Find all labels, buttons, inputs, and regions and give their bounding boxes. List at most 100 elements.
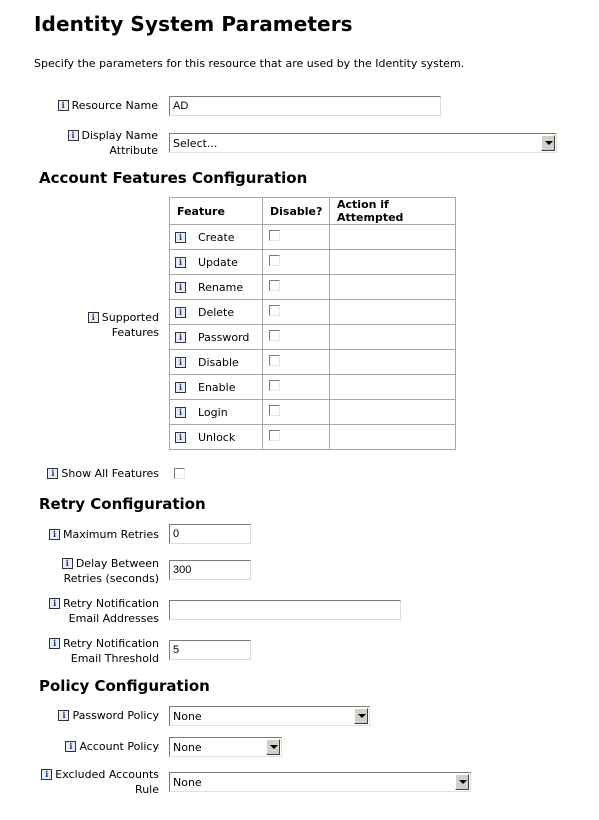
email-threshold-label-line1: Retry Notification [63, 637, 159, 650]
feature-name: Enable [198, 380, 236, 394]
disable-checkbox[interactable] [269, 280, 280, 291]
info-icon[interactable]: i [175, 281, 186, 293]
info-icon[interactable]: i [175, 381, 186, 393]
table-row: i Update [169, 249, 456, 275]
features-table-header: Feature Disable? Action if Attempted [169, 197, 456, 225]
feature-cell: i Login [169, 399, 263, 425]
info-icon[interactable]: i [67, 130, 79, 141]
action-cell [329, 424, 456, 450]
feature-name: Update [198, 255, 238, 269]
info-icon[interactable]: i [48, 529, 60, 540]
info-icon[interactable]: i [175, 356, 186, 368]
show-all-features-checkbox[interactable] [174, 468, 185, 479]
delay-label-line1: Delay Between [75, 557, 159, 570]
delay-label-line2: Retries (seconds) [63, 572, 159, 585]
chevron-down-icon[interactable] [541, 135, 555, 151]
info-icon[interactable]: i [175, 431, 186, 443]
disable-cell [262, 349, 330, 375]
chevron-down-icon[interactable] [354, 708, 368, 724]
disable-checkbox[interactable] [269, 430, 280, 441]
retry-heading: Retry Configuration [39, 495, 206, 513]
info-icon[interactable]: i [175, 306, 186, 318]
disable-checkbox[interactable] [269, 230, 280, 241]
disable-checkbox[interactable] [269, 380, 280, 391]
account-policy-select[interactable]: None [169, 737, 282, 757]
table-row: i Create [169, 224, 456, 250]
disable-checkbox[interactable] [269, 355, 280, 366]
info-icon[interactable]: i [175, 406, 186, 418]
table-row: i Password [169, 324, 456, 350]
max-retries-label-text: Maximum Retries [62, 528, 159, 541]
excluded-accounts-label-line1: Excluded Accounts [55, 768, 159, 781]
info-icon[interactable]: i [49, 638, 61, 649]
resource-name-input[interactable] [169, 96, 441, 116]
disable-column-header: Disable? [262, 197, 330, 225]
action-cell [329, 399, 456, 425]
email-threshold-label-line2: Email Threshold [70, 652, 159, 665]
account-policy-label-text: Account Policy [79, 740, 159, 753]
email-addresses-input[interactable] [169, 600, 401, 620]
disable-checkbox[interactable] [269, 330, 280, 341]
action-cell [329, 324, 456, 350]
display-name-attribute-value: Select... [173, 137, 218, 150]
email-threshold-input[interactable] [169, 640, 251, 660]
display-name-attribute-select[interactable]: Select... [169, 133, 557, 153]
excluded-accounts-select[interactable]: None [169, 772, 471, 792]
feature-cell: i Update [169, 249, 263, 275]
info-icon[interactable]: i [58, 710, 70, 721]
feature-name: Disable [198, 355, 239, 369]
page-title: Identity System Parameters [34, 12, 353, 36]
action-cell [329, 299, 456, 325]
supported-features-label-line1: Supported [101, 311, 159, 324]
info-icon[interactable]: i [49, 598, 61, 609]
max-retries-input[interactable] [169, 524, 251, 544]
info-icon[interactable]: i [175, 256, 186, 268]
disable-cell [262, 274, 330, 300]
info-icon[interactable]: i [175, 331, 186, 343]
disable-checkbox[interactable] [269, 405, 280, 416]
info-icon[interactable]: i [47, 468, 59, 479]
info-icon[interactable]: i [61, 558, 73, 569]
disable-cell [262, 224, 330, 250]
feature-name: Login [198, 405, 228, 419]
action-cell [329, 374, 456, 400]
chevron-down-icon[interactable] [455, 774, 469, 790]
info-icon[interactable]: i [57, 100, 69, 111]
display-name-label-line2: Attribute [109, 144, 158, 157]
chevron-down-icon[interactable] [266, 739, 280, 755]
table-row: i Disable [169, 349, 456, 375]
email-addresses-label-line2: Email Addresses [68, 612, 159, 625]
feature-name: Password [198, 330, 250, 344]
excluded-accounts-value: None [173, 776, 202, 789]
action-cell [329, 249, 456, 275]
info-icon[interactable]: i [87, 312, 99, 323]
password-policy-value: None [173, 710, 202, 723]
disable-checkbox[interactable] [269, 305, 280, 316]
action-cell [329, 274, 456, 300]
disable-cell [262, 399, 330, 425]
display-name-label-line1: Display Name [81, 129, 159, 142]
account-features-heading: Account Features Configuration [39, 169, 308, 187]
disable-cell [262, 249, 330, 275]
disable-checkbox[interactable] [269, 255, 280, 266]
policy-heading: Policy Configuration [39, 677, 210, 695]
password-policy-select[interactable]: None [169, 706, 370, 726]
disable-cell [262, 299, 330, 325]
feature-name: Create [198, 230, 235, 244]
info-icon[interactable]: i [41, 769, 53, 780]
feature-cell: i Password [169, 324, 263, 350]
info-icon[interactable]: i [175, 231, 186, 243]
feature-column-header: Feature [169, 197, 263, 225]
info-icon[interactable]: i [65, 741, 77, 752]
resource-name-label-text: Resource Name [71, 99, 158, 112]
delay-input[interactable] [169, 560, 251, 580]
